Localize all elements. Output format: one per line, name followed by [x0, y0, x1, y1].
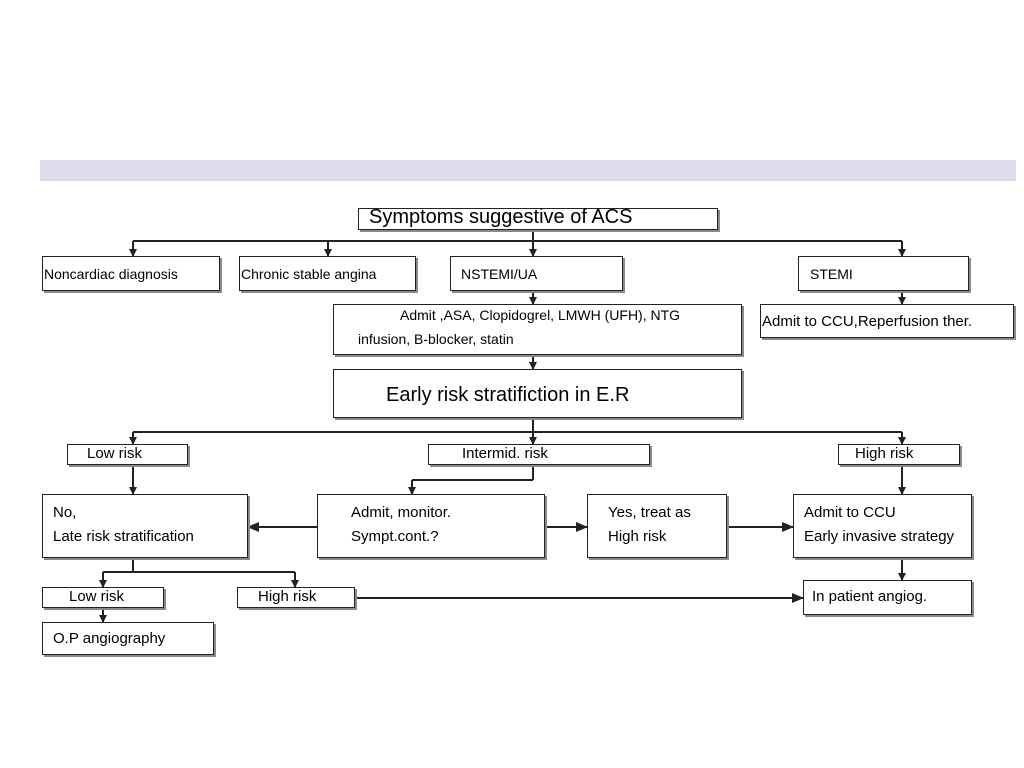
inpatient-angiography-node: In patient angiog. — [803, 580, 972, 615]
treat-high-risk-node: Yes, treat as High risk — [587, 494, 727, 558]
admit-medications-line1: Admit ,ASA, Clopidogrel, LMWH (UFH), NTG — [400, 307, 681, 323]
admit-ccu-invasive-line2: Early invasive strategy — [804, 528, 955, 545]
high-risk-2-node: High risk — [237, 587, 355, 608]
inpatient-angiography-label: In patient angiog. — [812, 588, 928, 605]
treat-high-risk-line2: High risk — [608, 528, 667, 545]
admit-medications-node: Admit ,ASA, Clopidogrel, LMWH (UFH), NTG… — [333, 304, 742, 355]
early-risk-node: Early risk stratifiction in E.R — [333, 369, 742, 418]
admit-ccu-reperfusion-label: Admit to CCU,Reperfusion ther. — [762, 313, 973, 330]
admit-ccu-invasive-node: Admit to CCU Early invasive strategy — [793, 494, 972, 558]
late-risk-line2: Late risk stratification — [53, 528, 194, 545]
admit-monitor-line2: Sympt.cont.? — [351, 528, 439, 545]
nstemi-label: NSTEMI/UA — [461, 266, 538, 282]
low-risk-node: Low risk — [67, 444, 188, 465]
header-band — [40, 160, 1016, 181]
noncardiac-label: Noncardiac diagnosis — [44, 266, 178, 282]
admit-ccu-reperfusion-node: Admit to CCU,Reperfusion ther. — [760, 304, 1014, 338]
noncardiac-node: Noncardiac diagnosis — [42, 256, 220, 291]
nstemi-node: NSTEMI/UA — [450, 256, 623, 291]
low-risk-label: Low risk — [87, 445, 143, 462]
admit-medications-line2: infusion, B-blocker, statin — [358, 331, 514, 347]
treat-high-risk-line1: Yes, treat as — [608, 504, 691, 521]
intermid-risk-label: Intermid. risk — [462, 445, 548, 462]
high-risk-label: High risk — [855, 445, 914, 462]
op-angiography-node: O.P angiography — [42, 622, 214, 655]
low-risk-2-label: Low risk — [69, 588, 125, 605]
intermid-risk-node: Intermid. risk — [428, 444, 650, 465]
early-risk-label: Early risk stratifiction in E.R — [386, 384, 630, 406]
stemi-label: STEMI — [810, 266, 853, 282]
late-risk-node: No, Late risk stratification — [42, 494, 248, 558]
chronic-angina-node: Chronic stable angina — [239, 256, 416, 291]
admit-monitor-node: Admit, monitor. Sympt.cont.? — [317, 494, 545, 558]
chronic-angina-label: Chronic stable angina — [241, 266, 377, 282]
symptoms-node: Symptoms suggestive of ACS — [358, 206, 718, 230]
admit-monitor-line1: Admit, monitor. — [351, 504, 452, 521]
low-risk-2-node: Low risk — [42, 587, 164, 608]
high-risk-node: High risk — [838, 444, 960, 465]
symptoms-label: Symptoms suggestive of ACS — [369, 206, 633, 228]
late-risk-line1: No, — [53, 504, 77, 521]
stemi-node: STEMI — [798, 256, 969, 291]
high-risk-2-label: High risk — [258, 588, 317, 605]
admit-ccu-invasive-line1: Admit to CCU — [804, 504, 896, 521]
op-angiography-label: O.P angiography — [53, 630, 166, 647]
